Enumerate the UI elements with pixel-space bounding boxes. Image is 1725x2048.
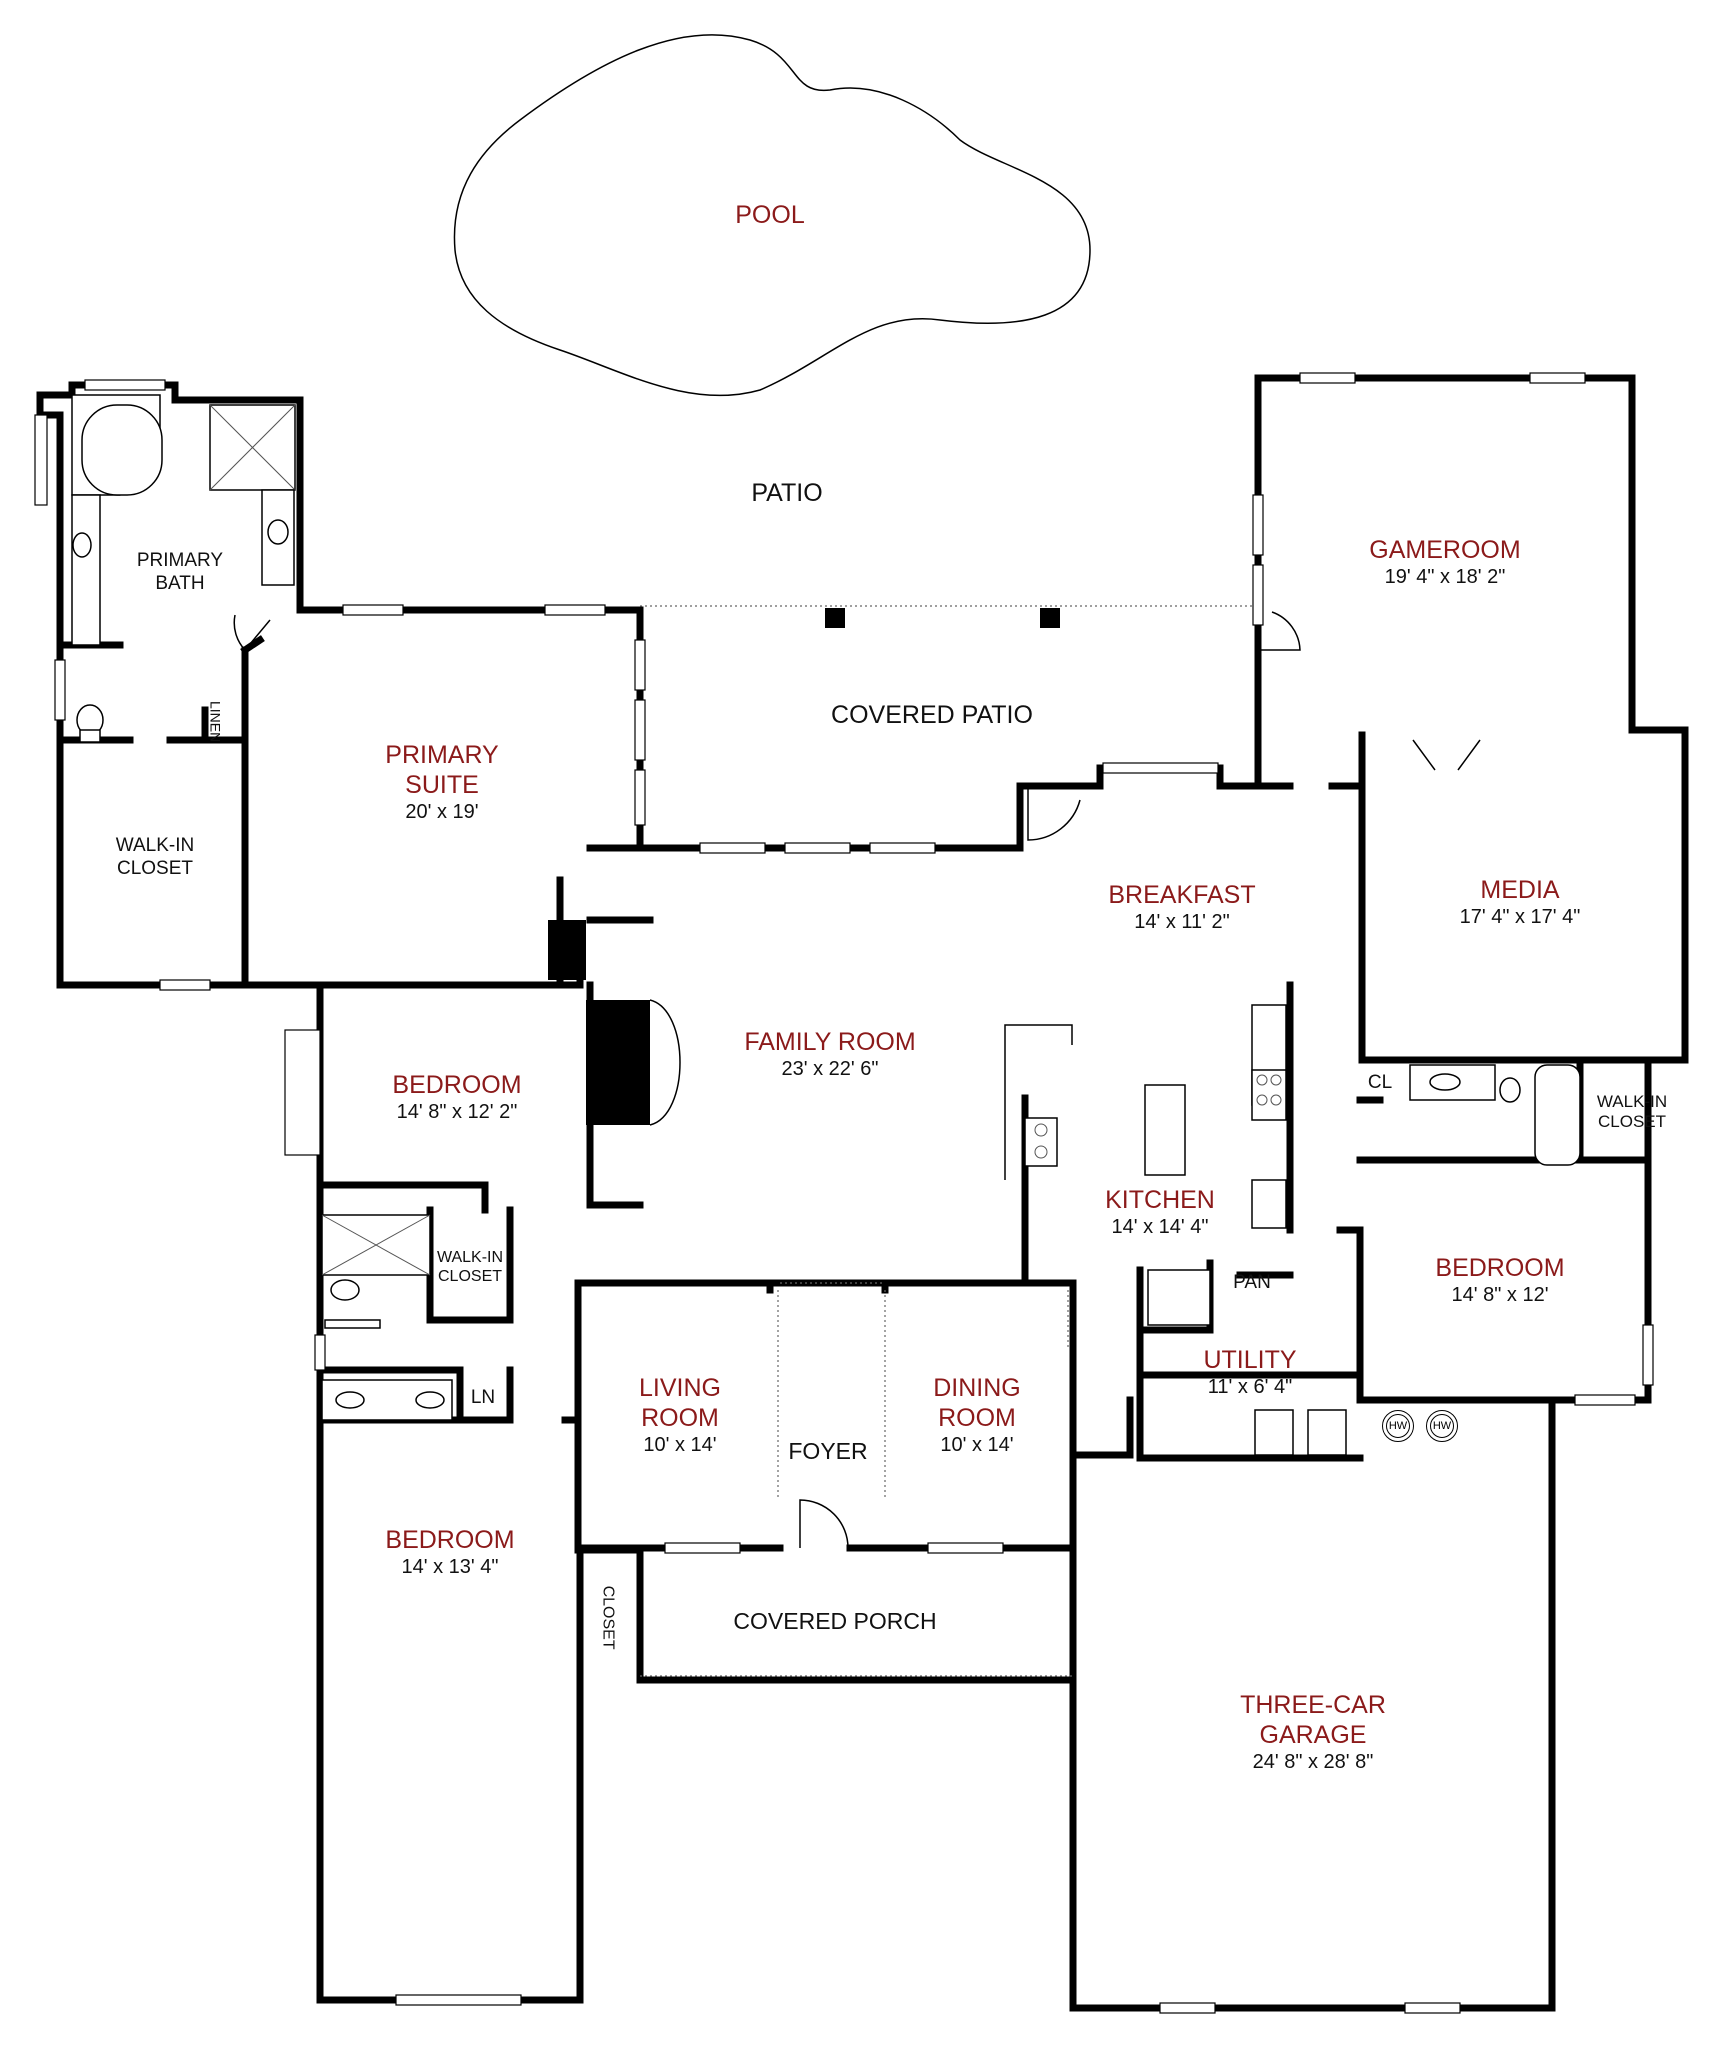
primary-bath-name-1: PRIMARY (136, 550, 224, 571)
windows (34, 372, 1654, 2014)
hw1-name: HW (1388, 1420, 1408, 1432)
garage-name-1: THREE-CAR (1240, 1691, 1386, 1719)
ln-label: LN (471, 1387, 495, 1410)
bedroom-sw-dim: 14' x 13' 4" (401, 1556, 499, 1578)
cl-name: CL (1367, 1072, 1393, 1093)
walkin-west-label: WALK-IN CLOSET (437, 1248, 503, 1286)
walkin-east-label: WALK-IN CLOSET (1597, 1092, 1667, 1133)
utility-label: UTILITY 11' x 6' 4" (1203, 1345, 1296, 1399)
walkin-primary-name-2: CLOSET (116, 857, 194, 879)
patio-label: PATIO (751, 478, 822, 508)
bedroom-sw-label: BEDROOM 14' x 13' 4" (385, 1525, 514, 1579)
breakfast-name: BREAKFAST (1108, 881, 1256, 909)
dining-room-label: DINING ROOM 10' x 14' (933, 1373, 1021, 1457)
exterior-walls (36, 374, 1689, 2012)
east-bath-fixtures (1409, 1064, 1581, 1166)
hw2-name: HW (1432, 1420, 1452, 1432)
pool-name: POOL (735, 201, 805, 229)
linen-primary-name: LINEN (207, 700, 224, 743)
media-dim: 17' 4" x 17' 4" (1459, 906, 1581, 928)
gameroom-name: GAMEROOM (1369, 536, 1521, 564)
primary-bath-name-2: BATH (155, 572, 205, 594)
bedroom-east-name: BEDROOM (1435, 1254, 1565, 1282)
walkin-primary-label: WALK-IN CLOSET (116, 835, 194, 881)
family-room-label: FAMILY ROOM 23' x 22' 6" (744, 1027, 915, 1081)
bedroom-nw-label: BEDROOM 14' 8" x 12' 2" (392, 1070, 521, 1124)
pan-label: PAN (1233, 1272, 1271, 1295)
kitchen-fixtures (1004, 1004, 1347, 1456)
pan-name: PAN (1233, 1272, 1271, 1293)
walkin-west-name-2: CLOSET (437, 1268, 503, 1286)
foyer-name: FOYER (788, 1438, 868, 1464)
covered-porch-name: COVERED PORCH (733, 1608, 937, 1634)
linen-primary-label: LINEN (205, 701, 224, 742)
garage-dim: 24' 8" x 28' 8" (1252, 1751, 1374, 1773)
water-heater-2-icon: HW (1426, 1410, 1458, 1442)
family-room-dim: 23' x 22' 6" (781, 1058, 879, 1080)
walkin-east-name-1: WALK-IN (1596, 1092, 1668, 1111)
cl-label: CL (1368, 1072, 1392, 1095)
gameroom-label: GAMEROOM 19' 4" x 18' 2" (1369, 535, 1520, 589)
kitchen-dim: 14' x 14' 4" (1111, 1216, 1209, 1238)
family-room-name: FAMILY ROOM (744, 1028, 916, 1056)
bedroom-east-dim: 14' 8" x 12' (1451, 1284, 1549, 1306)
living-room-dim: 10' x 14' (643, 1434, 717, 1456)
water-heater-1-icon: HW (1382, 1410, 1414, 1442)
utility-dim: 11' x 6' 4" (1207, 1376, 1293, 1398)
media-name: MEDIA (1480, 876, 1560, 904)
primary-bath-fixtures (71, 394, 296, 743)
primary-suite-name-2: SUITE (405, 771, 479, 799)
utility-name: UTILITY (1203, 1346, 1297, 1374)
kitchen-label: KITCHEN 14' x 14' 4" (1105, 1185, 1215, 1239)
ln-name: LN (470, 1387, 496, 1408)
closet-sw-label: CLOSET (598, 1586, 617, 1650)
bedroom-sw-name: BEDROOM (385, 1526, 515, 1554)
primary-bath-label: PRIMARY BATH (137, 550, 223, 596)
bedroom-nw-dim: 14' 8" x 12' 2" (396, 1101, 518, 1123)
media-label: MEDIA 17' 4" x 17' 4" (1460, 875, 1581, 929)
living-room-name-1: LIVING (639, 1374, 721, 1402)
west-bath-fixtures (321, 1214, 453, 1421)
walkin-primary-name-1: WALK-IN (115, 835, 195, 856)
pool-outline (453, 34, 1091, 397)
living-room-name-2: ROOM (641, 1404, 719, 1432)
bedroom-east-label: BEDROOM 14' 8" x 12' (1435, 1253, 1564, 1307)
covered-patio-name: COVERED PATIO (831, 701, 1033, 729)
doors (233, 611, 1481, 1549)
breakfast-dim: 14' x 11' 2" (1134, 911, 1230, 933)
fireplace (548, 920, 681, 1126)
patio-name: PATIO (751, 479, 823, 507)
covered-patio-label: COVERED PATIO (831, 700, 1033, 730)
dining-room-name-1: DINING (933, 1374, 1021, 1402)
dining-room-name-2: ROOM (938, 1404, 1016, 1432)
walkin-west-name-1: WALK-IN (436, 1249, 504, 1266)
breakfast-label: BREAKFAST 14' x 11' 2" (1108, 880, 1255, 934)
primary-suite-label: PRIMARY SUITE 20' x 19' (385, 740, 498, 824)
pool-label: POOL (735, 200, 804, 230)
walkin-east-name-2: CLOSET (1597, 1112, 1667, 1132)
living-room-label: LIVING ROOM 10' x 14' (639, 1373, 721, 1457)
closet-sw-name: CLOSET (599, 1585, 617, 1650)
primary-suite-dim: 20' x 19' (405, 801, 479, 823)
bedroom-nw-name: BEDROOM (392, 1071, 522, 1099)
covered-porch-label: COVERED PORCH (733, 1608, 936, 1636)
kitchen-name: KITCHEN (1105, 1186, 1215, 1214)
foyer-label: FOYER (788, 1438, 867, 1466)
dining-room-dim: 10' x 14' (940, 1434, 1014, 1456)
garage-label: THREE-CAR GARAGE 24' 8" x 28' 8" (1240, 1690, 1386, 1774)
primary-suite-name-1: PRIMARY (385, 741, 499, 769)
garage-name-2: GARAGE (1259, 1721, 1367, 1749)
gameroom-dim: 19' 4" x 18' 2" (1384, 566, 1506, 588)
